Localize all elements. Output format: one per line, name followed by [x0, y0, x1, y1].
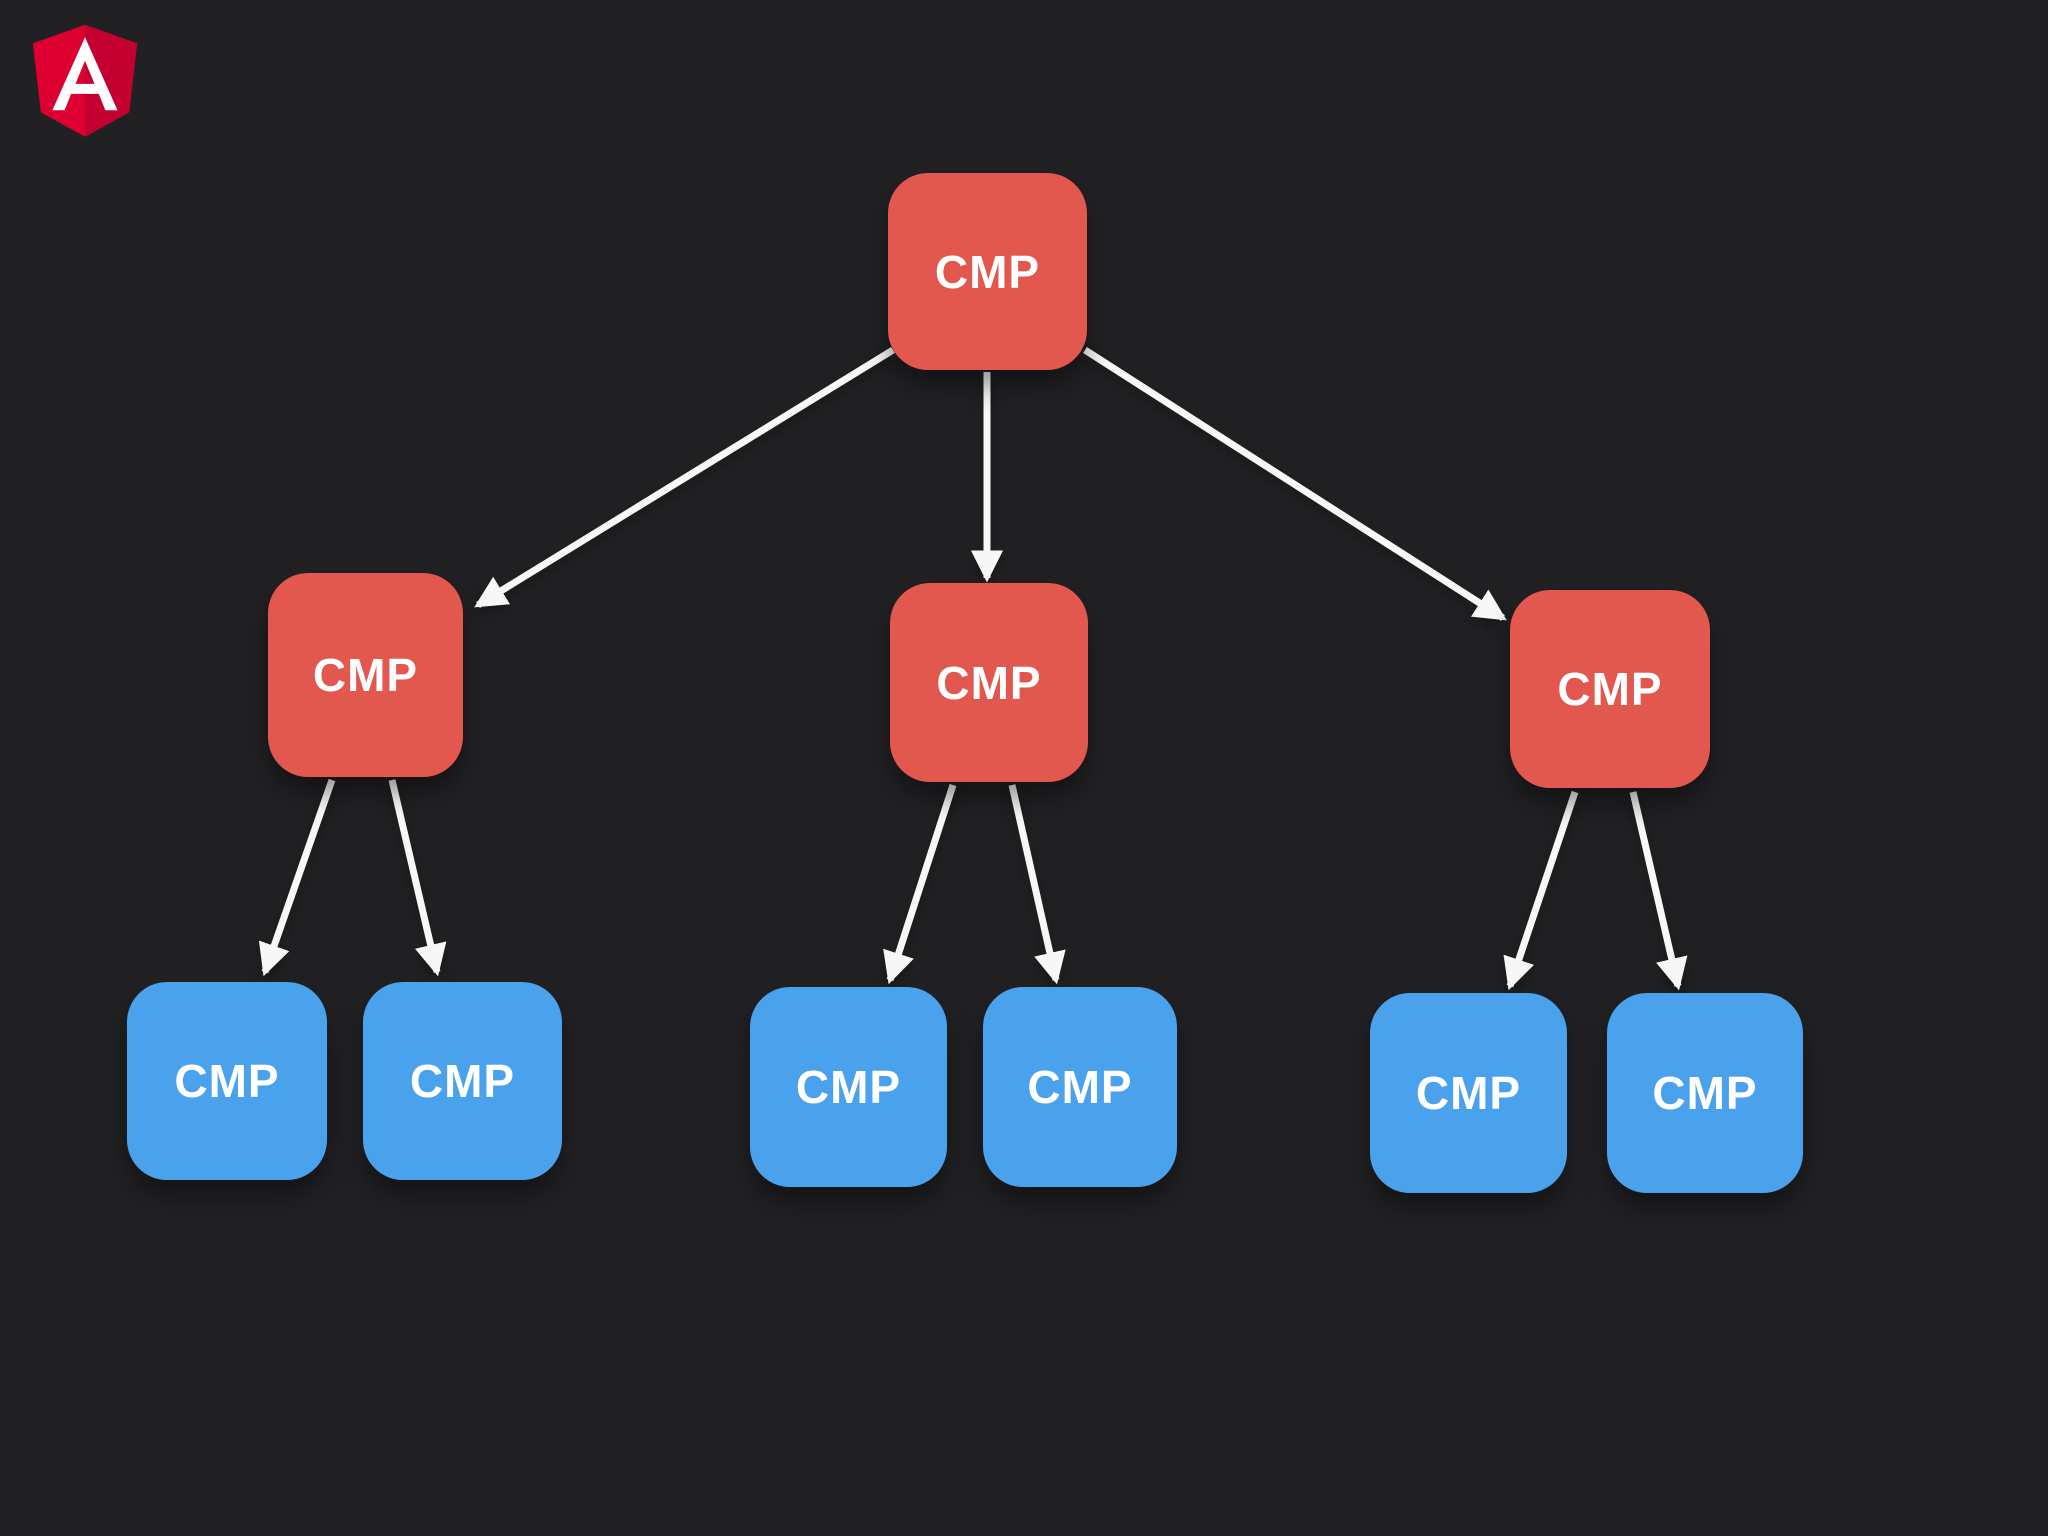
edge-root-l2-left	[474, 347, 895, 608]
edge-root-l2-right	[1083, 347, 1507, 621]
edge-l2right-l3-5	[1503, 790, 1579, 991]
component-node-l2-left: CMP	[268, 573, 463, 777]
component-node-label: CMP	[409, 1055, 516, 1107]
component-node-l3-5: CMP	[1370, 993, 1567, 1193]
component-node-label: CMP	[936, 656, 1042, 709]
component-node-label: CMP	[1557, 663, 1663, 715]
component-node-label: CMP	[1027, 1061, 1133, 1113]
component-node-label: CMP	[795, 1061, 902, 1113]
edge-l2left-l3-2	[388, 779, 447, 977]
component-node-l3-6: CMP	[1607, 993, 1803, 1193]
edge-l2mid-l3-4	[1008, 784, 1066, 985]
edge-l2left-l3-1	[258, 778, 336, 977]
component-node-root: CMP	[888, 173, 1087, 370]
component-node-label: CMP	[1652, 1067, 1758, 1119]
component-node-label: CMP	[312, 649, 419, 701]
component-node-l3-3: CMP	[750, 987, 947, 1187]
component-node-label: CMP	[934, 245, 1041, 298]
component-node-l3-1: CMP	[127, 982, 327, 1180]
angular-logo-icon	[32, 24, 138, 137]
edge-l2mid-l3-3	[883, 783, 957, 985]
component-node-label: CMP	[1415, 1067, 1522, 1119]
component-node-l3-4: CMP	[983, 987, 1177, 1187]
component-node-l2-mid: CMP	[890, 583, 1088, 782]
component-node-l2-right: CMP	[1510, 590, 1710, 788]
component-node-label: CMP	[174, 1055, 280, 1107]
component-node-l3-2: CMP	[363, 982, 562, 1180]
edge-l2right-l3-6	[1629, 791, 1688, 991]
